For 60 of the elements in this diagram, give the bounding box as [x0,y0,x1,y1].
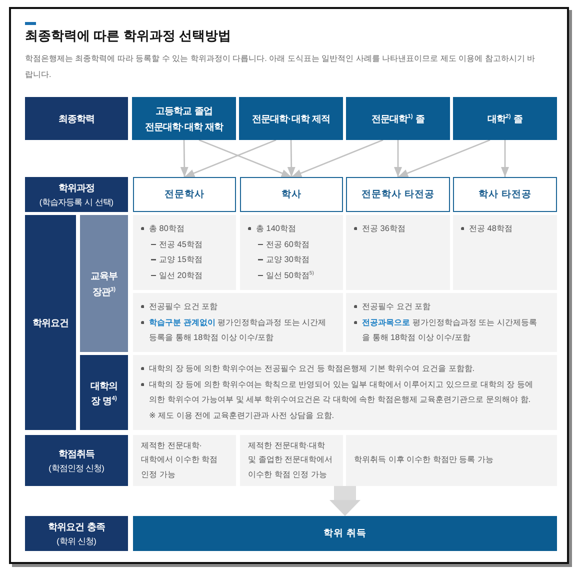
arrow [184,139,276,178]
info-panel [346,215,450,290]
header-sublabel: (학위 신청) [56,535,96,548]
list-item-text: 대학의 장 등에 의한 학위수여는 학칙으로 반영되어 있는 일부 대학에서 이루어지고 있으므로 대학의 장 등에 의한 학위수여 가능여부 및 세부 학위수여요건은 각 대학에 속한 학점은행제 교육훈련기관으로 문의해야 함. [148,378,534,406]
arrow [394,140,402,177]
list-item-text: 학습구분 관계없이 평가인정학습과정 또는 시간제 등록을 통해 18학점 이상 이수/포함 [148,316,328,344]
info-panel: 학위취득 이후 이수한 학점만 등록 가능 [346,435,557,486]
list-item-text: 전공 36학점 [362,223,406,235]
header-box: 대학의 장 명$^{4)}$ [80,355,128,430]
arrow [501,140,509,177]
info-panel [133,293,343,352]
degree-course-box: 학사 타전공 [453,177,557,212]
header-box [25,177,128,212]
arrow [198,139,292,178]
result-box: 학위 취득 [133,516,557,551]
list-item-text: 전공 48학점 [468,223,514,235]
intro-text: 학점은행제는 최종학력에 따라 등록할 수 있는 학위과정이 다릅니다. 아래 도식표는 일반적인 사례를 나타낸표이므로 제도 이용에 참고하시기 바랍니다. [25,53,536,81]
arrow [398,139,490,178]
list-item-text: 대학의 장 등에 의한 학위수여는 전공필수 요건 등 학점은행제 기본 학위수여 요건을 포함함. [148,363,476,375]
list-item-text: 전공필수 요건 포함 [148,301,219,313]
note-text: ※ 제도 이용 전에 교육훈련기관과 사전 상담을 요함. [149,410,336,422]
list-item-text: 총 80학점 [148,223,186,235]
header-box: 학위요건 [25,215,76,430]
header-label: 학점취득 [58,447,94,461]
education-level-box: 전문대학·대학 제적 [239,97,343,140]
header-sublabel: (학습자등록 시 선택) [39,196,114,209]
header-box [25,516,128,551]
list-item-text: 일선 20학점 [159,270,204,282]
arrow [180,140,188,177]
info-panel [133,355,557,430]
arrow [287,140,296,177]
info-panel: 제적한 전문대학·대학에서 이수한 학점 인정 가능 [133,435,236,486]
header-label: 학위요건 충족 [48,520,105,534]
list-item-text: 전공 60학점 [266,238,310,251]
list-item-text: 교양 15학점 [159,254,204,266]
header-sublabel: (학점인정 신청) [48,462,104,475]
info-panel: 제적한 전문대학·대학 및 졸업한 전문대학에서 이수한 학점 인정 가능 [240,435,343,486]
info-panel [346,293,557,352]
degree-course-box: 전문학사 타전공 [346,177,450,212]
header-box [25,435,128,486]
list-item-text: 일선 50학점$^{5)}$ [266,269,315,282]
list-item-text: 총 140학점 [256,223,297,235]
education-level-box: 대학$^{2)}$ 졸 [453,97,557,140]
header-label: 학위과정 [58,181,94,195]
info-panel [240,215,343,290]
list-item-text: 전공 45학점 [159,238,204,251]
header-box: 최종학력 [25,97,128,140]
sub-header-box: 교육부 장관$^{3)}$ [80,215,128,352]
block-arrow [330,486,360,516]
degree-course-box: 전문학사 [133,177,236,212]
list-item-text: 전공과목으로 평가인정학습과정 또는 시간제등록을 통해 18학점 이상 이수/포함 [362,316,538,344]
arrow [291,139,384,178]
list-item-text: 전공필수 요건 포함 [362,301,432,313]
info-panel [133,215,236,290]
education-level-box: 고등학교 졸업 전문대학·대학 재학 [132,97,236,140]
list-item-text: 교양 30학점 [266,254,310,266]
education-level-box: 전문대학$^{1)}$ 졸 [346,97,450,140]
degree-course-box: 학사 [240,177,343,212]
info-panel [453,215,557,290]
title: 최종학력에 따른 학위과정 선택방법 [25,27,231,45]
